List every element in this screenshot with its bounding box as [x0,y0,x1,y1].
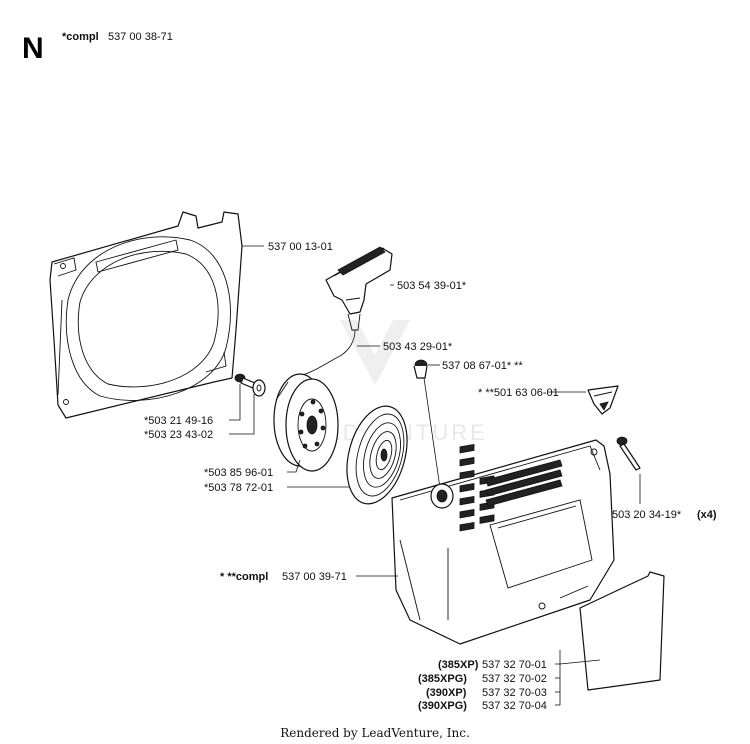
starter-cover-part[interactable] [391,439,615,645]
label-fan-housing[interactable]: 537 00 13-01 [268,241,333,253]
label-starter-handle[interactable]: 503 54 39-01* [397,280,467,292]
leader-washer [229,394,255,435]
washer-part[interactable] [252,379,266,397]
decal-model-2[interactable]: (390XP) [426,687,467,699]
starter-handle-part[interactable] [325,246,393,331]
decal-model-3[interactable]: (390XPG) [418,700,467,712]
watermark-logo-icon [340,320,410,385]
decal-model-1[interactable]: (385XPG) [418,673,467,685]
label-bushing[interactable]: 537 08 67-01* ** [442,360,523,372]
decal-number-1[interactable]: 537 32 70-02 [482,673,547,685]
decal-list: (385XP) 537 32 70-01 (385XPG) 537 32 70-… [418,659,547,712]
decal-number-2[interactable]: 537 32 70-03 [482,687,547,699]
label-cover-screw-qty[interactable]: (x4) [697,509,717,521]
leader-screw [229,384,241,421]
starter-cord-part[interactable] [299,329,356,377]
decal-number-0[interactable]: 537 32 70-01 [482,659,547,671]
label-washer[interactable]: *503 23 43-02 [144,429,213,441]
label-starter-cord[interactable]: 503 43 29-01* [383,341,453,353]
fan-housing-part[interactable] [49,211,243,419]
footer-credit: Rendered by LeadVenture, Inc. [280,726,470,740]
cover-vent-slots [459,443,563,532]
label-pawl[interactable]: * **501 63 06-01 [478,387,559,399]
leader-pulley [287,459,301,473]
leader-decal-pointer [559,659,601,665]
label-spring[interactable]: *503 78 72-01 [204,482,273,494]
bushing-part[interactable] [413,359,428,379]
label-starter-assembly-prefix[interactable]: * **compl [220,571,268,583]
pawl-part[interactable] [587,385,619,415]
label-cover-screw[interactable]: 503 20 34-19* [612,509,682,521]
pulley-part[interactable] [273,373,339,472]
leader-bushing-axis [423,377,441,489]
decal-part[interactable] [579,571,665,691]
assembly-number: 537 00 38-71 [108,31,173,43]
spring-part[interactable] [337,399,417,510]
decal-number-3[interactable]: 537 32 70-04 [482,700,547,712]
decal-model-0[interactable]: (385XP) [438,659,479,671]
label-starter-assembly[interactable]: 537 00 39-71 [282,571,347,583]
section-letter: N [22,32,44,65]
label-pulley[interactable]: *503 85 96-01 [204,467,273,479]
assembly-prefix: *compl [62,31,99,43]
label-screw[interactable]: *503 21 49-16 [144,415,213,427]
cover-screw-part[interactable] [616,436,641,471]
